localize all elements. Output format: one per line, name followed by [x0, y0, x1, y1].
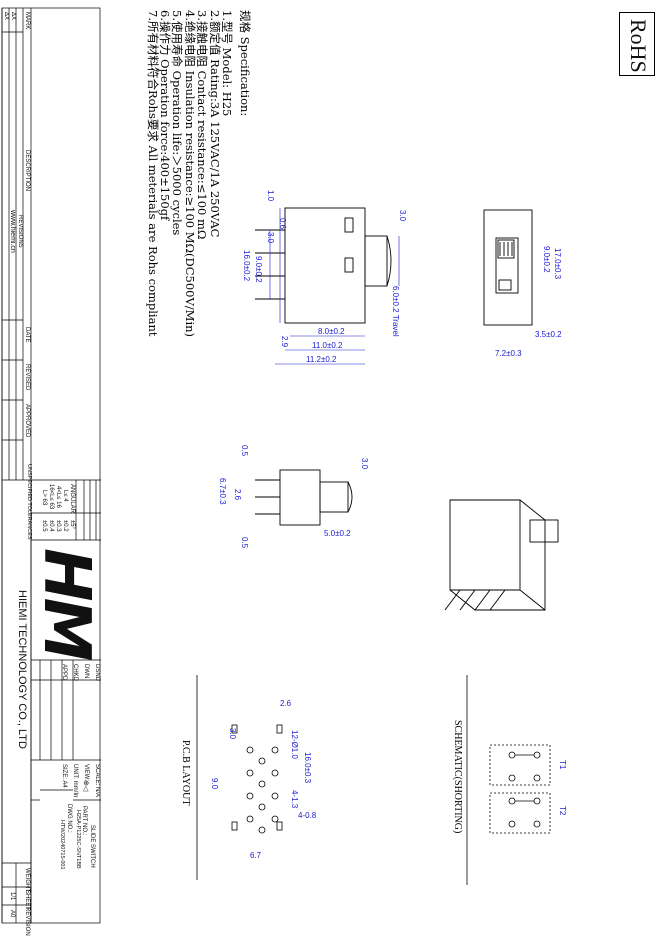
dim-pcb-7: 4-0.8 — [298, 811, 317, 820]
dim-top-8: 11.0±0.2 — [312, 341, 343, 350]
isometric-view — [444, 499, 559, 611]
pcb-layout — [231, 724, 283, 834]
dim-pcb-4: 16.0±0.3 — [303, 752, 312, 784]
dim-side-3: 3.5±0.2 — [535, 330, 562, 339]
dim-pcb-8: 6.7 — [250, 851, 262, 860]
dim-top-5: 16.0±0.2 — [242, 250, 251, 282]
title-block-grid — [1, 7, 101, 924]
dim-top-6: 2.9 — [280, 336, 289, 348]
dim-top-7: 8.0±0.2 — [318, 327, 345, 336]
dim-top-10: 3.0 — [398, 210, 407, 222]
dim-pcb-5: 9.0 — [210, 778, 219, 790]
dim-front-4: 0.5 — [240, 537, 249, 549]
front-view — [255, 469, 353, 526]
dim-pcb-2: 3.0 — [228, 728, 237, 740]
dim-side-4: 7.2±0.3 — [495, 349, 522, 358]
dim-pcb-3: 12-Ø1.0 — [290, 730, 299, 759]
dim-front-2: 2.6 — [233, 489, 242, 501]
dim-top-11: 6.0±0.2 Travel — [391, 286, 400, 337]
dim-side-1: 17.0±0.3 — [553, 248, 562, 280]
dim-pcb-1: 2.6 — [280, 699, 292, 708]
dim-front-5: 3.0 — [360, 458, 369, 470]
schematic-t1: T1 — [558, 760, 567, 770]
schematic-t2: T2 — [558, 806, 567, 816]
dim-top-1: 1.0 — [266, 190, 275, 202]
dim-top-2: 0.6 — [278, 218, 287, 230]
dim-front-6: 5.0±0.2 — [324, 529, 351, 538]
pcb-layout-title: P.C.B LAYOUT — [180, 740, 191, 805]
dim-pcb-6: 4-1.3 — [290, 790, 299, 809]
dim-front-3: 6.7±0.3 — [218, 478, 227, 505]
top-view — [255, 207, 392, 324]
rohs-mark: RoHS — [619, 12, 655, 76]
dim-side-2: 9.0±0.2 — [542, 246, 551, 273]
dim-top-9: 11.2±0.2 — [306, 355, 337, 364]
title-block: ΔX ΔX MARK MARK DESCRIPTION DATE REVISED… — [0, 0, 103, 936]
schematic-title: SCHEMATIC(SHORTING) — [452, 720, 463, 833]
dim-top-4: 9.0±0.2 — [254, 256, 263, 283]
schematic — [489, 744, 551, 834]
dim-top-3: 3.0 — [266, 232, 275, 244]
dim-front-1: 0.5 — [240, 445, 249, 457]
side-view — [483, 209, 533, 326]
